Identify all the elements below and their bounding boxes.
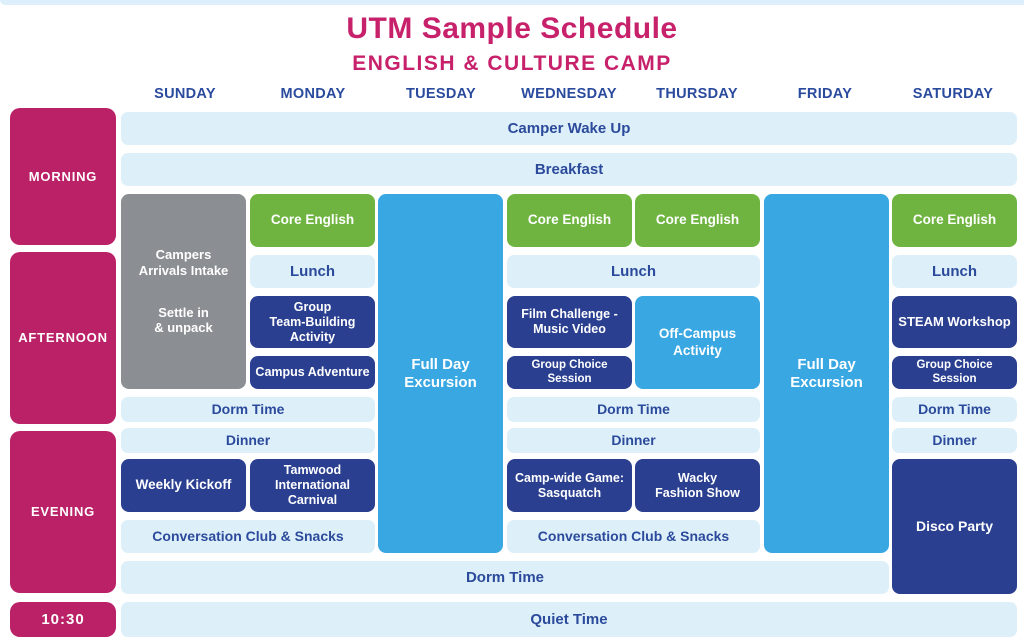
cell-camp-wide-game-wednesday: Camp-wide Game: Sasquatch bbox=[507, 459, 632, 512]
cell-campus-adventure-monday: Campus Adventure bbox=[250, 356, 375, 389]
cell-campers-arrival-sunday: Campers Arrivals Intake Settle in & unpa… bbox=[121, 194, 246, 389]
day-header-sunday: SUNDAY bbox=[154, 86, 216, 102]
cell-dinner-sun-mon: Dinner bbox=[121, 428, 375, 453]
cell-core-english-saturday: Core English bbox=[892, 194, 1017, 247]
day-header-saturday: SATURDAY bbox=[912, 86, 994, 102]
cell-camper-wake-up: Camper Wake Up bbox=[121, 112, 1017, 145]
cell-group-choice-wednesday: Group Choice Session bbox=[507, 356, 632, 389]
settle-in-unpack-text: Settle in & unpack bbox=[154, 304, 213, 336]
cell-dinner-wed-thu: Dinner bbox=[507, 428, 760, 453]
cell-lunch-saturday: Lunch bbox=[892, 255, 1017, 288]
cell-lunch-monday: Lunch bbox=[250, 255, 375, 288]
cell-disco-party-saturday: Disco Party bbox=[892, 459, 1017, 594]
cell-dorm-time-sun-mon: Dorm Time bbox=[121, 397, 375, 422]
cell-core-english-thursday: Core English bbox=[635, 194, 760, 247]
cell-dorm-time-bottom: Dorm Time bbox=[121, 561, 889, 594]
day-header-thursday: THURSDAY bbox=[656, 86, 738, 102]
rail-afternoon: AFTERNOON bbox=[10, 252, 116, 424]
rail-evening: EVENING bbox=[10, 431, 116, 593]
cell-steam-workshop-saturday: STEAM Workshop bbox=[892, 296, 1017, 348]
day-header-friday: FRIDAY bbox=[797, 86, 853, 102]
page-title: UTM Sample Schedule bbox=[346, 12, 678, 45]
cell-full-day-excursion-tuesday: Full Day Excursion bbox=[378, 194, 503, 553]
cell-weekly-kickoff-sunday: Weekly Kickoff bbox=[121, 459, 246, 512]
cell-wacky-fashion-thursday: Wacky Fashion Show bbox=[635, 459, 760, 512]
page-subtitle: ENGLISH & CULTURE CAMP bbox=[352, 52, 672, 75]
day-header-wednesday: WEDNESDAY bbox=[521, 86, 617, 102]
cell-full-day-excursion-friday: Full Day Excursion bbox=[764, 194, 889, 553]
cell-core-english-wednesday: Core English bbox=[507, 194, 632, 247]
day-header-tuesday: TUESDAY bbox=[405, 86, 477, 102]
day-header-row: SUNDAY MONDAY TUESDAY WEDNESDAY THURSDAY… bbox=[121, 86, 1017, 104]
campers-arrival-intake-text: Campers Arrivals Intake bbox=[138, 247, 229, 278]
cell-group-team-building-monday: Group Team-Building Activity bbox=[250, 296, 375, 348]
cell-dinner-saturday: Dinner bbox=[892, 428, 1017, 453]
rail-morning: MORNING bbox=[10, 108, 116, 245]
cell-group-choice-saturday: Group Choice Session bbox=[892, 356, 1017, 389]
cell-conversation-club-sun-mon: Conversation Club & Snacks bbox=[121, 520, 375, 553]
cell-core-english-monday: Core English bbox=[250, 194, 375, 247]
cell-dorm-time-wed-thu: Dorm Time bbox=[507, 397, 760, 422]
top-edge-band bbox=[0, 0, 1024, 5]
cell-dorm-time-saturday: Dorm Time bbox=[892, 397, 1017, 422]
cell-lunch-wed-thu: Lunch bbox=[507, 255, 760, 288]
cell-film-challenge-wednesday: Film Challenge - Music Video bbox=[507, 296, 632, 348]
rail-1030: 10:30 bbox=[10, 602, 116, 637]
cell-off-campus-activity-thursday: Off-Campus Activity bbox=[635, 296, 760, 389]
day-header-monday: MONDAY bbox=[280, 86, 346, 102]
cell-quiet-time: Quiet Time bbox=[121, 602, 1017, 637]
cell-conversation-club-wed-thu: Conversation Club & Snacks bbox=[507, 520, 760, 553]
cell-breakfast: Breakfast bbox=[121, 153, 1017, 186]
cell-tamwood-carnival-monday: Tamwood International Carnival bbox=[250, 459, 375, 512]
